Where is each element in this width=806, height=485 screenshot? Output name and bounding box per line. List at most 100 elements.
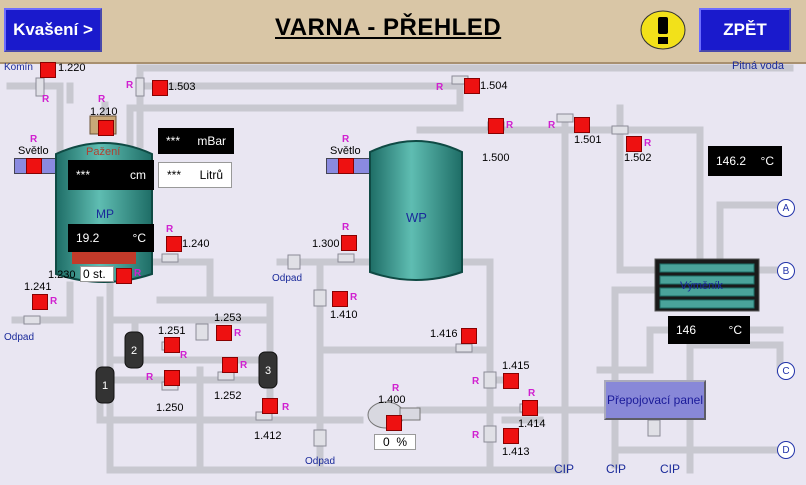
steaming-label: Pažení <box>86 146 121 158</box>
valve-1501-label: 1.501 <box>574 134 602 146</box>
valve-1253[interactable] <box>216 325 232 341</box>
hx-top-temperature-display: 146.2°C <box>708 146 782 176</box>
valve-1240-label: 1.240 <box>182 238 210 250</box>
valve-1250-label: 1.250 <box>156 402 184 414</box>
back-button[interactable]: ZPĚT <box>699 8 791 52</box>
mp-tank-label: MP <box>96 207 114 221</box>
valve-1253-label: 1.253 <box>214 312 242 324</box>
valve-1504-r: R <box>436 82 444 93</box>
valve-1210-r: R <box>98 94 106 105</box>
valve-1504[interactable] <box>464 78 480 94</box>
valve-1400-label: 1.400 <box>378 394 406 406</box>
valve-1414-r: R <box>528 388 536 399</box>
valve-1501-r: R <box>548 120 556 131</box>
light-wp-switch[interactable] <box>338 158 354 174</box>
valve-1413[interactable] <box>503 428 519 444</box>
warning-icon[interactable] <box>640 10 686 50</box>
valve-1500[interactable] <box>488 118 504 134</box>
valve-1400-r: R <box>392 383 400 394</box>
valve-1500-label: 1.500 <box>482 152 510 164</box>
valve-1415-r: R <box>472 376 480 387</box>
valve-1220[interactable] <box>40 62 56 78</box>
valve-1416-label: 1.416 <box>430 328 458 340</box>
valve-1503[interactable] <box>152 80 168 96</box>
light-mp-switch[interactable] <box>26 158 42 174</box>
valve-1251[interactable] <box>164 337 180 353</box>
cip-label-3: CIP <box>660 462 681 476</box>
light-mp-label: Světlo <box>18 145 49 157</box>
cip-label-1: CIP <box>554 462 575 476</box>
valve-1252-r: R <box>240 360 248 371</box>
svg-text:3: 3 <box>265 365 271 377</box>
heat-exchanger-label: Výměník <box>680 280 723 292</box>
small-tank-2: 2 <box>124 331 144 369</box>
valve-1415[interactable] <box>503 373 519 389</box>
connector-c[interactable]: C <box>777 362 795 380</box>
svg-text:1: 1 <box>102 380 108 392</box>
valve-1230-label: 1.230 <box>48 269 76 281</box>
valve-1416[interactable] <box>461 328 477 344</box>
light-mp-r: R <box>30 134 38 145</box>
valve-1210[interactable] <box>98 120 114 136</box>
valve-1250-r: R <box>146 372 154 383</box>
valve-1410-label: 1.410 <box>330 309 358 321</box>
chimney-label: Komín <box>4 62 33 73</box>
valve-1502-label: 1.502 <box>624 152 652 164</box>
wp-tank-label: WP <box>406 210 427 225</box>
valve-1414-label: 1.414 <box>518 418 546 430</box>
connector-a[interactable]: A <box>777 199 795 217</box>
valve-1251-label: 1.251 <box>158 325 186 337</box>
valve-1251-r: R <box>180 350 188 361</box>
valve-1412[interactable] <box>262 398 278 414</box>
valve-1250[interactable] <box>164 370 180 386</box>
switching-panel[interactable]: Přepojovací panel <box>604 380 706 420</box>
valve-1220-label: 1.220 <box>58 62 86 74</box>
valve-1230[interactable] <box>116 268 132 284</box>
light-wp-r: R <box>342 134 350 145</box>
valve-1241-r: R <box>50 296 58 307</box>
valve-1252[interactable] <box>222 357 238 373</box>
valve-1503-label: 1.503 <box>168 81 196 93</box>
heat-exchanger <box>654 258 760 312</box>
light-wp-label: Světlo <box>330 145 361 157</box>
pump-1400-indicator[interactable] <box>386 415 402 431</box>
valve-1241-label: 1.241 <box>24 281 52 293</box>
valve-1253-r: R <box>234 328 242 339</box>
valve-1240[interactable] <box>166 236 182 252</box>
valve-1503-r: R <box>126 80 134 91</box>
valve-1502[interactable] <box>626 136 642 152</box>
fermentation-nav-button[interactable]: Kvašení > <box>4 8 102 52</box>
valve-1410-r: R <box>350 292 358 303</box>
hx-bottom-temperature-display: 146°C <box>668 316 750 344</box>
small-tank-3: 3 <box>258 351 278 389</box>
valve-1241[interactable] <box>32 294 48 310</box>
valve-1502-r: R <box>644 138 652 149</box>
page-title: VARNA - PŘEHLED <box>275 14 502 41</box>
valve-1412-label: 1.412 <box>254 430 282 442</box>
heater-state-display: 0 st. <box>80 266 114 282</box>
whirlpool-tank <box>369 140 463 281</box>
valve-1210-label: 1.210 <box>90 106 118 118</box>
drain-label-mp: Odpad <box>4 332 35 343</box>
valve-1501[interactable] <box>574 117 590 133</box>
potable-water-label: Pitná voda <box>732 60 784 72</box>
connector-b[interactable]: B <box>777 262 795 280</box>
connector-d[interactable]: D <box>777 441 795 459</box>
drain-label-wp: Odpad <box>272 273 303 284</box>
valve-1220-r: R <box>42 94 50 105</box>
valve-1415-label: 1.415 <box>502 360 530 372</box>
valve-1500-r: R <box>506 120 514 131</box>
valve-1300[interactable] <box>341 235 357 251</box>
cip-label-2: CIP <box>606 462 627 476</box>
valve-1240-r: R <box>166 224 174 235</box>
mp-temperature-display: 19.2°C <box>68 224 154 252</box>
valve-1300-r: R <box>342 222 350 233</box>
small-tank-1: 1 <box>95 366 115 404</box>
valve-1413-label: 1.413 <box>502 446 530 458</box>
valve-1230-r: R <box>134 268 142 279</box>
valve-1412-r: R <box>282 402 290 413</box>
valve-1410[interactable] <box>332 291 348 307</box>
valve-1414[interactable] <box>522 400 538 416</box>
valve-1252-label: 1.252 <box>214 390 242 402</box>
